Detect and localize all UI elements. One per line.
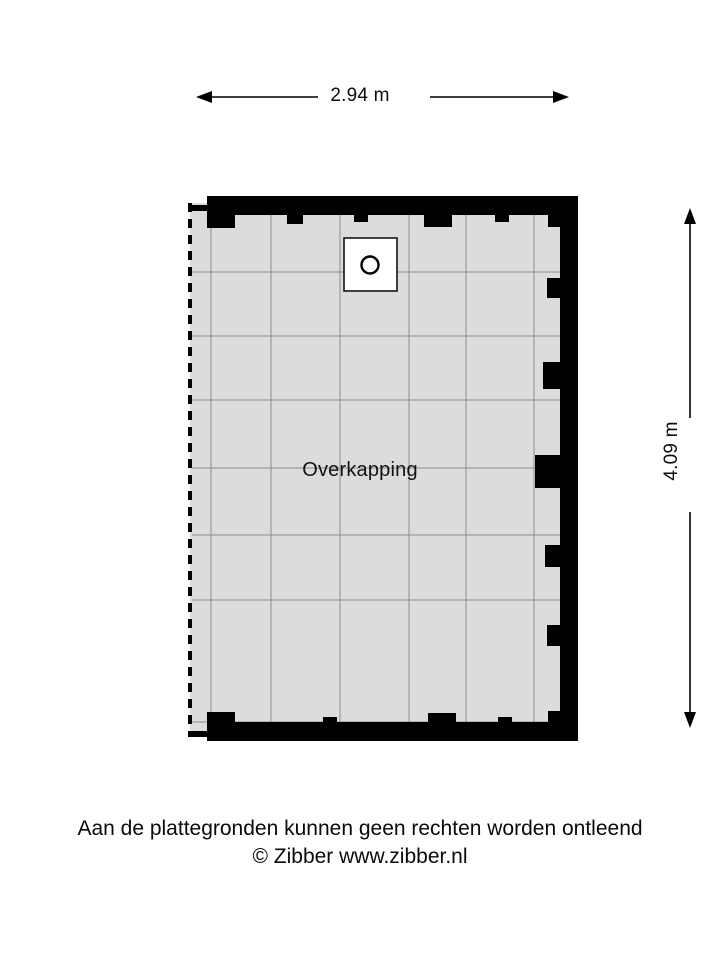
arrow-right-icon <box>553 91 569 103</box>
wall-pillar-right-2 <box>543 362 562 389</box>
footer-copyright: © Zibber www.zibber.nl <box>252 845 468 868</box>
wall-pillar-top-4 <box>424 196 452 227</box>
wall-pillar-bottom-3 <box>428 713 456 741</box>
arrow-down-icon <box>684 712 696 728</box>
drain-fixture <box>343 237 398 292</box>
wall-nub-top-left <box>191 205 208 211</box>
wall-nub-bottom-left <box>191 731 208 737</box>
wall-pillar-top-3 <box>354 196 368 222</box>
wall-pillar-right-3 <box>535 455 562 488</box>
wall-pillar-bottom-2 <box>323 717 337 741</box>
wall-pillar-right-4 <box>545 545 562 567</box>
arrow-left-icon <box>196 91 212 103</box>
wall-pillar-right-1 <box>547 278 562 298</box>
wall-pillar-bottom-5 <box>548 711 578 741</box>
walls <box>191 196 578 741</box>
footer: Aan de plattegronden kunnen geen rechten… <box>0 815 720 871</box>
room-label-overkapping: Overkapping <box>302 459 418 481</box>
footer-disclaimer: Aan de plattegronden kunnen geen rechten… <box>77 817 643 840</box>
wall-pillar-top-2 <box>287 196 303 224</box>
wall-right <box>560 196 578 741</box>
wall-pillar-bottom-4 <box>498 717 512 741</box>
arrow-up-icon <box>684 208 696 224</box>
wall-pillar-bottom-1 <box>207 712 235 741</box>
dimension-line-width <box>196 91 569 103</box>
dimension-line-height <box>684 208 696 728</box>
drain-circle-icon <box>360 255 380 275</box>
dimension-width-label: 2.94 m <box>330 85 390 106</box>
wall-top <box>207 196 578 215</box>
wall-pillar-top-5 <box>495 196 509 222</box>
wall-pillar-top-1 <box>207 196 235 228</box>
drain-fixture-box <box>343 237 398 292</box>
wall-pillar-right-5 <box>547 625 562 646</box>
dimension-height-label: 4.09 m <box>661 421 682 481</box>
wall-bottom <box>207 722 578 741</box>
